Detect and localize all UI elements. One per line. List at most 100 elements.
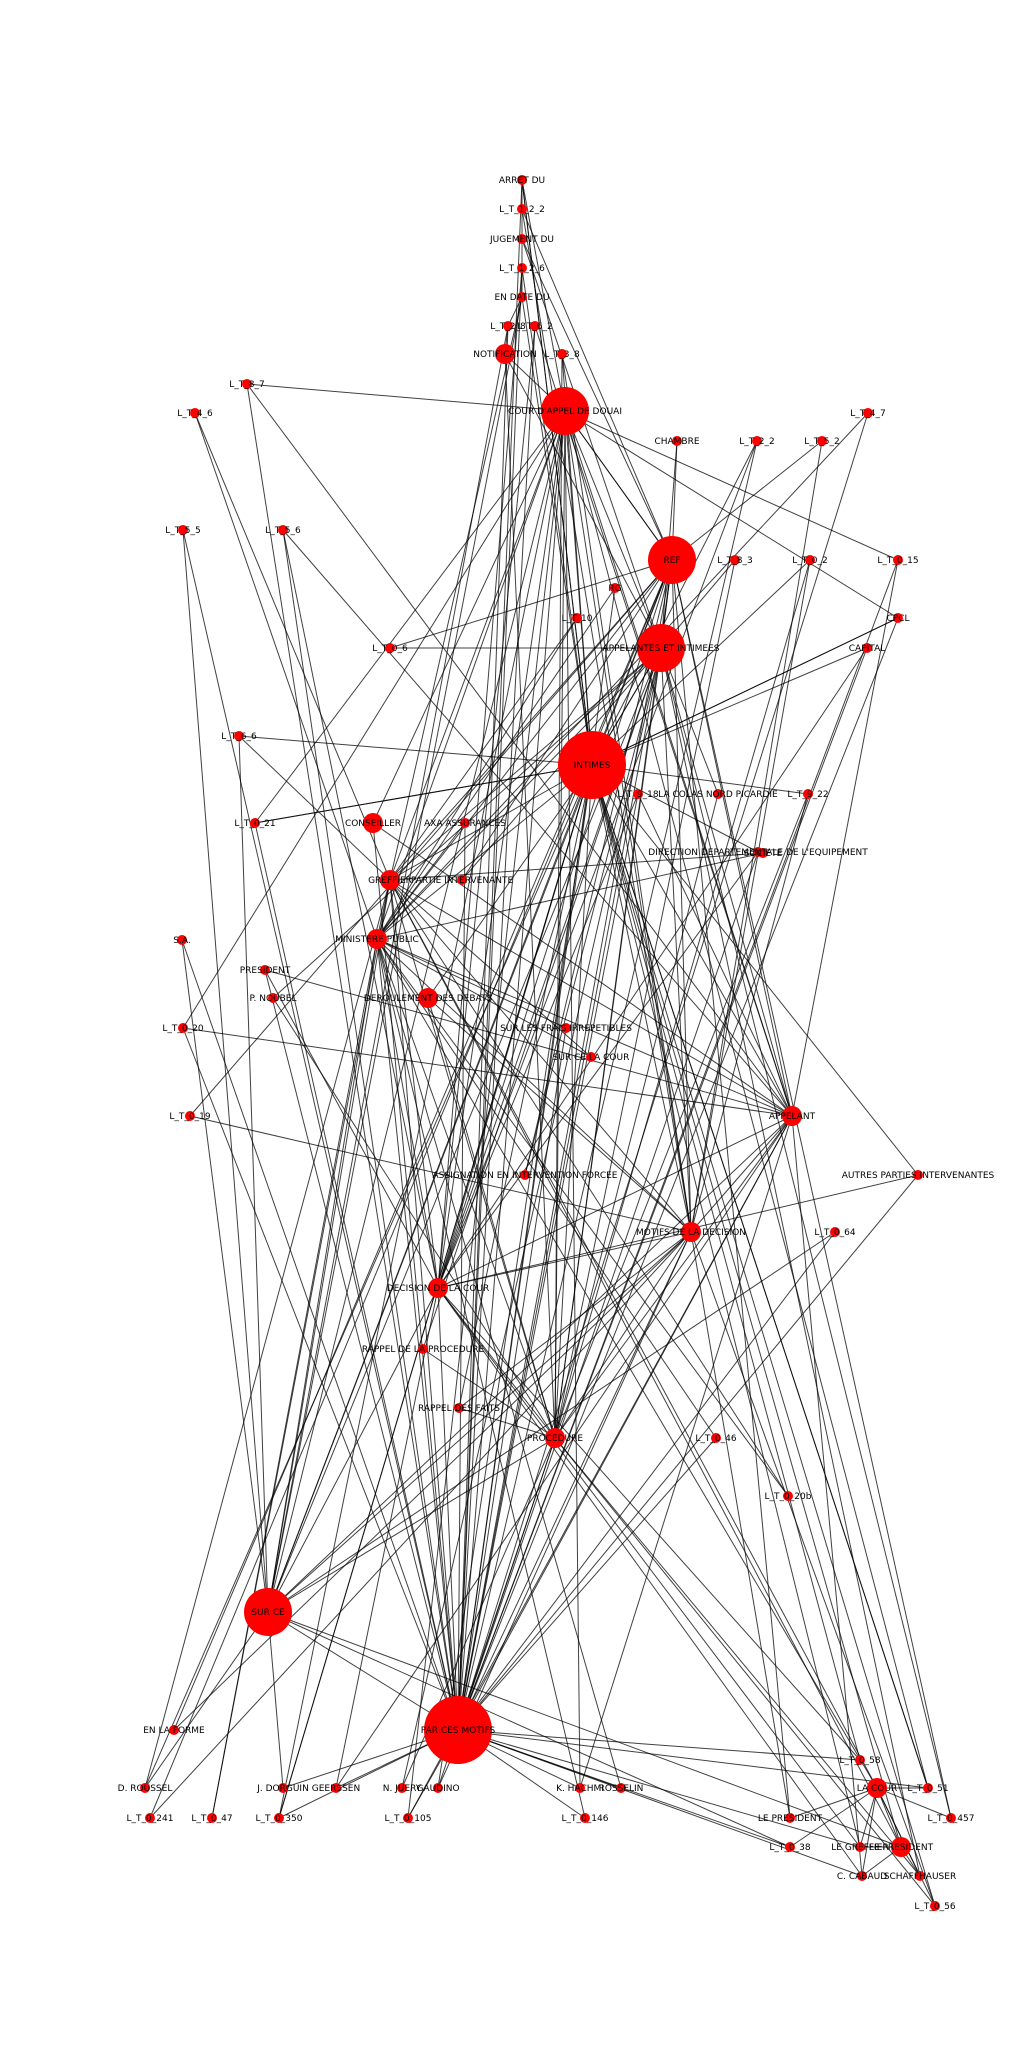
node-label: PROCEDURE [527,1434,584,1444]
graph-edge [554,1115,793,1439]
graph-node [169,1725,179,1735]
graph-node [260,965,270,975]
node-label: RAPPEL DE LA PROCEDURE [362,1345,485,1355]
graph-edge [389,879,902,1848]
node-label: L_T_3_8 [544,350,580,360]
graph-edge [264,969,459,1731]
graph-edge [660,647,692,1233]
graph-edge [591,764,936,1907]
graph-edge [389,617,578,881]
graph-edge [660,647,719,795]
graph-edge [144,764,593,1789]
graph-edge [457,559,673,1731]
node-label: PAR CES MOTIFS [421,1726,496,1736]
graph-edge [389,647,662,881]
graph-edge [861,1787,878,1877]
graph-edge [564,410,593,766]
node-label: L_T_0_38 [769,1843,810,1853]
graph-edge [521,179,566,412]
graph-node [893,613,903,623]
node-label: K. HACHMI [556,1784,604,1794]
graph-edge [437,559,673,1289]
graph-edge [401,647,662,1789]
graph-node [862,643,872,653]
graph-edge [194,412,391,881]
graph-edge [457,764,593,1731]
node-label: DECISION DE LA COUR [387,1284,490,1294]
graph-node [541,387,589,435]
node-label: JUGEMENT DU [489,235,554,245]
node-label: L_T_0_46 [695,1434,736,1444]
graph-edge [437,1115,793,1289]
graph-edge [791,1115,863,1877]
graph-edge [660,647,921,1877]
graph-node [385,643,395,653]
graph-edge [457,617,899,1731]
graph-node [648,536,696,584]
graph-edge [246,383,566,412]
graph-edge [389,879,793,1117]
graph-edge [389,879,692,1233]
node-label: LE GREFFIER [831,1843,888,1853]
graph-edge [389,559,673,881]
graph-edge [144,879,391,1789]
graph-edge [389,410,566,881]
node-label: MINISTERE PUBLIC [335,935,419,945]
graph-edge [389,296,523,881]
graph-edge [335,1115,793,1789]
graph-node [517,292,527,302]
node-label: L_T_0_20 [162,1024,203,1034]
graph-node [278,525,288,535]
graph-edge [389,559,673,649]
graph-node [418,988,438,1008]
node-label: CAPITAL [849,644,886,654]
graph-edge [267,296,523,1613]
graph-edge [389,879,556,1439]
graph-edge [267,938,378,1613]
graph-node [503,321,513,331]
graph-edge [267,647,662,1613]
graph-edge [437,851,759,1289]
graph-node [803,789,813,799]
graph-edge [376,938,586,1819]
graph-edge [637,793,793,1117]
graph-edge [457,647,662,1731]
graph-edge [690,559,811,1233]
graph-edge [521,208,692,1233]
graph-node [177,935,187,945]
node-label: L_T_0_56 [914,1902,955,1912]
node-label: AUTRES PARTIES INTERVENANTES [842,1171,995,1181]
node-label: L_T_9_22 [787,790,828,800]
node-label: MOTIFS DE LA DECISION [636,1228,746,1238]
graph-node [234,731,244,741]
node-label: L_T_1_2_2 [499,205,545,215]
graph-node [633,789,643,799]
graph-node [805,555,815,565]
graph-edge [211,938,378,1819]
graph-edge [189,559,673,1117]
node-label: P. NOUBEL [249,994,296,1004]
graph-edge [457,851,759,1731]
node-label: LA COUR [857,1784,897,1794]
graph-node [331,1783,341,1793]
graph-edge [457,1437,717,1731]
node-label: L_T_6_2 [517,322,552,332]
graph-edge [671,559,793,1117]
node-label: L_T_2_8 [490,322,526,332]
node-label: PRESIDENT [240,966,291,976]
graph-node [242,379,252,389]
graph-node [397,1783,407,1793]
graph-node [891,1837,911,1857]
graph-edge [376,559,673,940]
graph-node [855,1842,865,1852]
node-label: APPELANTES ET INTIMEES [603,644,720,654]
graph-edge [457,410,566,1731]
graph-edge [458,1407,556,1439]
graph-edge [457,1729,861,1761]
graph-edge [372,410,566,824]
graph-edge [376,764,593,940]
node-label: DEROULEMENT DES DEBATS [364,994,493,1004]
graph-edge [591,647,868,766]
graph-edge [660,647,952,1819]
graph-node [185,1111,195,1121]
